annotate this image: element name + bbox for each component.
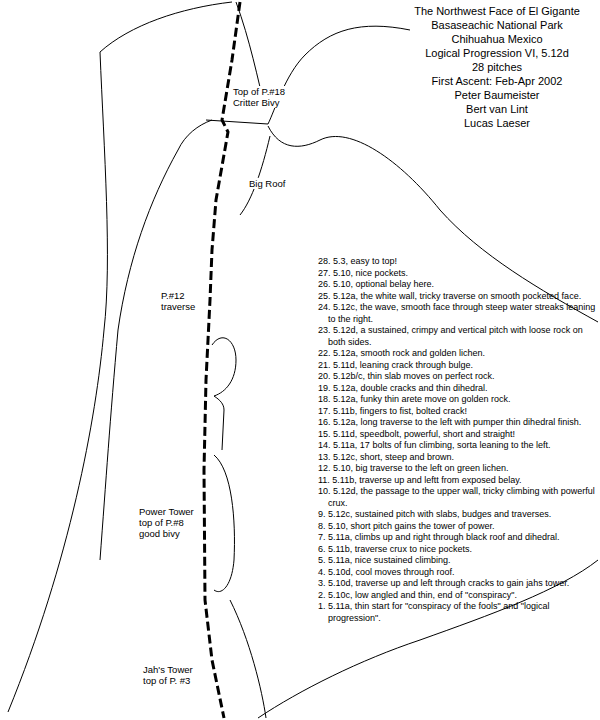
power-tower-body	[214, 455, 234, 592]
left-face-edge	[8, 52, 107, 712]
left-inner-edge	[100, 150, 178, 560]
pitch-description: 25. 5.12a, the white wall, tricky traver…	[318, 291, 597, 303]
pitch-description: 10. 5.12d, the passage to the upper wall…	[318, 486, 597, 509]
topo-callout: Big Roof	[248, 178, 310, 189]
topo-callout: P.#12 traverse	[160, 290, 202, 312]
pitch-description: 17. 5.11b, fingers to fist, bolted crack…	[318, 406, 597, 418]
summit-ridge	[100, 2, 232, 52]
route-title: The Northwest Face of El Gigante	[398, 4, 596, 18]
pitch-description: 26. 5.10, optional belay here.	[318, 279, 597, 291]
pitch-description: 8. 5.10, short pitch gains the tower of …	[318, 521, 597, 533]
topo-callout: Top of P.#18 Critter Bivy	[232, 86, 306, 108]
pitch-description: 27. 5.10, nice pockets.	[318, 268, 597, 280]
pitch-description: 3. 5.10d, traverse up and left through c…	[318, 578, 597, 590]
pitch-description: 22. 5.12a, smooth rock and golden lichen…	[318, 348, 597, 360]
pitch-description: 19. 5.12a, double cracks and thin dihedr…	[318, 383, 597, 395]
pitch-description: 12. 5.10, big traverse to the left on gr…	[318, 463, 597, 475]
pitch-description: 24. 5.12c, the wave, smooth face through…	[318, 302, 597, 325]
topo-callout: Jah's Tower top of P. #3	[142, 664, 204, 686]
base-slope	[258, 560, 598, 718]
header-line: Peter Baumeister	[398, 88, 596, 102]
base-gully	[230, 600, 266, 718]
pitch-description: 6. 5.11b, traverse crux to nice pockets.	[318, 544, 597, 556]
header-line: First Ascent: Feb-Apr 2002	[398, 74, 596, 88]
pitch-description: 1. 5.11a, thin start for "conspiracy of …	[318, 601, 597, 624]
big-roof-line	[268, 126, 320, 146]
topo-callout: Power Tower top of P.#8 good bivy	[138, 506, 202, 539]
bivy-ledge	[206, 120, 268, 124]
pitch-description: 20. 5.12b/c, thin slab moves on perfect …	[318, 371, 597, 383]
header-block: The Northwest Face of El GiganteBasaseac…	[398, 4, 596, 130]
left-shoulder	[178, 120, 212, 150]
header-line: 28 pitches	[398, 60, 596, 74]
header-line: Logical Progression VI, 5.12d	[398, 46, 596, 60]
header-line: Bert van Lint	[398, 102, 596, 116]
pitch-description: 11. 5.11b, traverse up and leftt from ex…	[318, 475, 597, 487]
pitch-description: 16. 5.12a, long traverse to the left wit…	[318, 417, 597, 429]
pitch-description: 15. 5.11d, speedbolt, powerful, short an…	[318, 429, 597, 441]
route-line	[204, 2, 240, 718]
header-line: Chihuahua Mexico	[398, 32, 596, 46]
header-line: Basaseachic National Park	[398, 18, 596, 32]
pitch-description: 21. 5.11d, leaning crack through bulge.	[318, 360, 597, 372]
header-line: Lucas Laeser	[398, 116, 596, 130]
roof-edge	[240, 136, 270, 215]
pitch-description: 18. 5.12a, funky thin arete move on gold…	[318, 394, 597, 406]
pitch-description: 14. 5.11a, 17 bolts of fun climbing, sor…	[318, 440, 597, 452]
right-dome	[268, 26, 410, 124]
pitch-description: 4. 5.10d, cool moves through roof.	[318, 567, 597, 579]
pitch-description: 5. 5.11a, nice sustained climbing.	[318, 555, 597, 567]
power-tower-top	[212, 338, 236, 450]
pitch-description: 2. 5.10c, low angled and thin, end of "c…	[318, 590, 597, 602]
mountain-outline	[8, 2, 598, 718]
pitch-list: 28. 5.3, easy to top!27. 5.10, nice pock…	[318, 256, 597, 624]
pitch-description: 28. 5.3, easy to top!	[318, 256, 597, 268]
pitch-description: 9. 5.12c, sustained pitch with slabs, bu…	[318, 509, 597, 521]
pitch-description: 23. 5.12d, a sustained, crimpy and verti…	[318, 325, 597, 348]
pitch-description: 7. 5.11a, climbs up and right through bl…	[318, 532, 597, 544]
pitch-description: 13. 5.12c, short, steep and brown.	[318, 452, 597, 464]
